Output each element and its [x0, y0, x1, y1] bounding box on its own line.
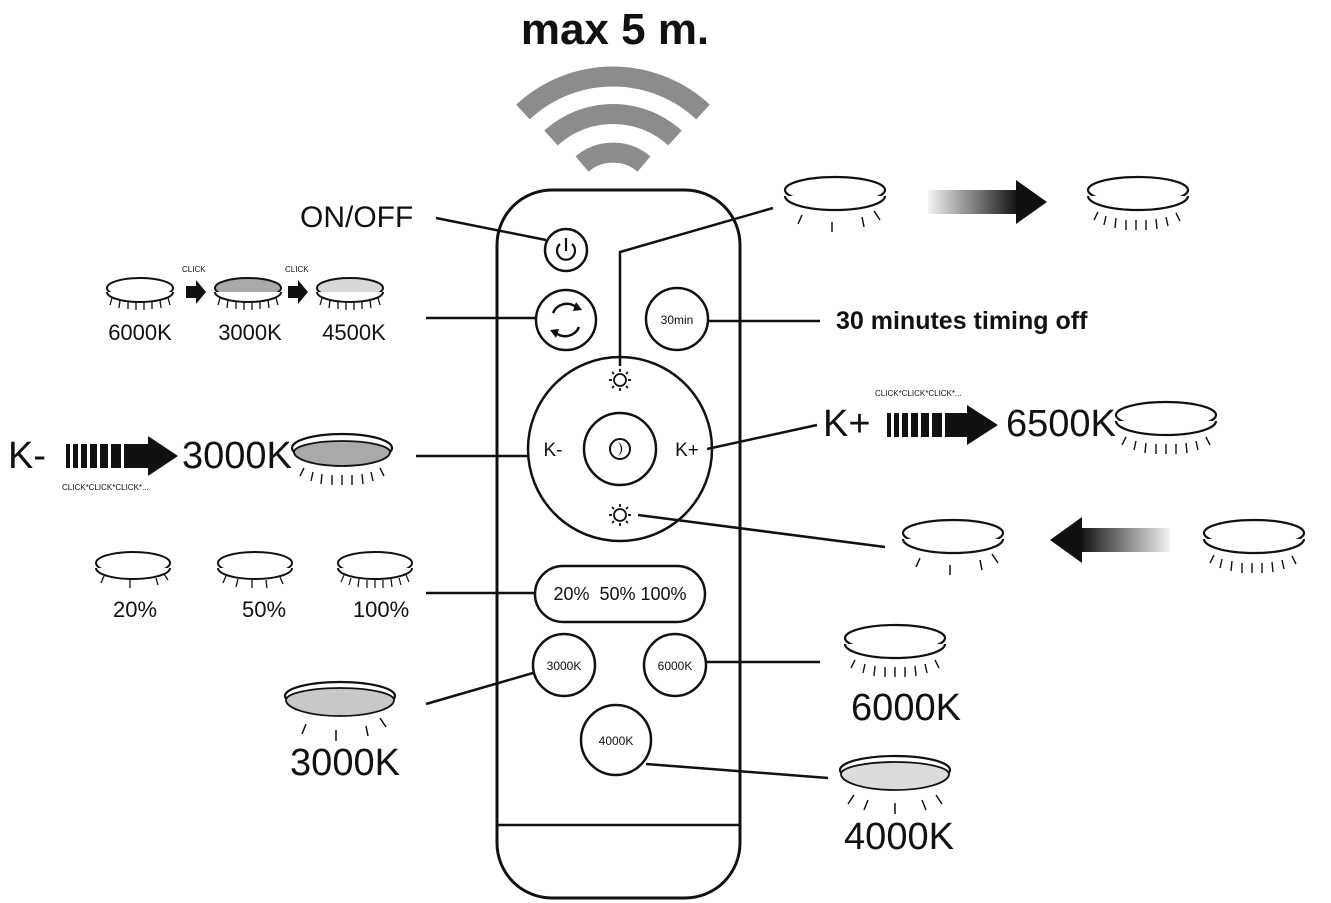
- striped-arrow-right-2-icon: [887, 405, 998, 445]
- lamp-bright-icon: [1086, 175, 1190, 230]
- range-title: max 5 m.: [521, 5, 709, 54]
- timer-button[interactable]: 30min: [644, 286, 710, 352]
- preset-4000-label: 4000K: [844, 816, 954, 858]
- preset-3000-label: 3000K: [290, 742, 400, 784]
- brightness-100-label: 100%: [353, 597, 409, 622]
- gradient-arrow-left-icon: [1050, 517, 1170, 563]
- brightness-50-label: 50%: [242, 597, 286, 622]
- night-mode-button[interactable]: [582, 411, 658, 487]
- cycle-arrow-2-icon: [288, 280, 308, 304]
- k-plus-callout: K+ CLICK*CLICK*CLICK*... 6500K: [823, 389, 1218, 454]
- lamp-4000-preset-icon: [838, 754, 952, 814]
- cycle-step-4500: 4500K: [322, 320, 386, 345]
- cycle-cct-button[interactable]: [534, 288, 598, 352]
- power-icon: [555, 238, 577, 261]
- k-plus-button[interactable]: K+: [675, 440, 699, 461]
- brightness-levels-button[interactable]: 20% 50% 100%: [533, 564, 707, 624]
- lamp-3000-icon: [214, 277, 282, 310]
- preset-6000-callout: 6000K: [843, 623, 961, 729]
- cct-6000-button[interactable]: 6000K: [642, 632, 708, 698]
- lamp-6000-icon: [106, 277, 174, 310]
- k-plus-result: 6500K: [1006, 403, 1116, 445]
- cycle-step-3000: 3000K: [218, 320, 282, 345]
- leader-lines: [416, 206, 886, 780]
- preset-4000-callout: 4000K: [838, 754, 954, 858]
- cct-4000-button-label: 4000K: [599, 734, 634, 748]
- lamp-4500-icon: [316, 277, 384, 310]
- k-minus-callout: K- CLICK*CLICK*CLICK*... 3000K: [8, 432, 394, 492]
- preset-6000-label: 6000K: [851, 687, 961, 729]
- sun-up-icon: [609, 369, 631, 391]
- lamp-50-icon: [217, 551, 293, 589]
- cct-3000-button[interactable]: 3000K: [531, 632, 597, 698]
- lamp-20-icon: [95, 551, 171, 588]
- k-minus-clicks: CLICK*CLICK*CLICK*...: [62, 483, 149, 492]
- brightness-down-callout: [901, 517, 1306, 575]
- brightness-levels-label: 20% 50% 100%: [553, 584, 686, 604]
- on-off-label: ON/OFF: [300, 201, 413, 234]
- click-label-1: CLICK: [182, 265, 206, 274]
- k-plus-callout-label: K+: [823, 403, 871, 445]
- cycle-arrow-1-icon: [186, 280, 206, 304]
- sun-down-icon: [609, 504, 631, 526]
- lamp-100-icon: [337, 551, 413, 588]
- gradient-arrow-right-icon: [928, 180, 1047, 224]
- remote-body: [495, 188, 742, 900]
- lamp-6000-preset-icon: [843, 623, 947, 677]
- brightness-levels-callout: 20% 50% 100%: [95, 551, 413, 622]
- lamp-3000-preset-icon: [283, 680, 397, 741]
- brightness-down-button[interactable]: [609, 504, 631, 526]
- cct-3000-button-label: 3000K: [547, 659, 582, 673]
- cycle-sequence: CLICK CLICK 6000K 3000K 4500K: [106, 265, 386, 345]
- brightness-up-button[interactable]: [609, 369, 631, 391]
- signal-icon: [516, 66, 710, 172]
- click-label-2: CLICK: [285, 265, 309, 274]
- power-button[interactable]: [543, 227, 589, 273]
- preset-3000-callout: 3000K: [283, 680, 400, 784]
- dpad: K- K+: [526, 355, 714, 543]
- cycle-step-6000: 6000K: [108, 320, 172, 345]
- timer-button-label: 30min: [661, 313, 694, 327]
- k-plus-clicks: CLICK*CLICK*CLICK*...: [875, 389, 962, 398]
- timer-callout-label: 30 minutes timing off: [836, 307, 1088, 335]
- lamp-dim-icon: [783, 175, 887, 232]
- moon-icon: [609, 438, 631, 460]
- k-minus-callout-label: K-: [8, 435, 46, 477]
- brightness-20-label: 20%: [113, 597, 157, 622]
- cct-4000-button[interactable]: 4000K: [579, 703, 653, 777]
- lamp-cool-icon: [1114, 400, 1218, 454]
- lamp-warm-icon: [290, 432, 394, 485]
- striped-arrow-right-icon: [66, 436, 178, 476]
- k-minus-result: 3000K: [182, 435, 292, 477]
- brightness-up-callout: [783, 175, 1190, 232]
- cct-6000-button-label: 6000K: [658, 659, 693, 673]
- cycle-arrows-icon: [550, 302, 582, 338]
- lamp-bright-2-icon: [1202, 518, 1306, 573]
- k-minus-button[interactable]: K-: [544, 440, 563, 461]
- lamp-dim-2-icon: [901, 518, 1005, 575]
